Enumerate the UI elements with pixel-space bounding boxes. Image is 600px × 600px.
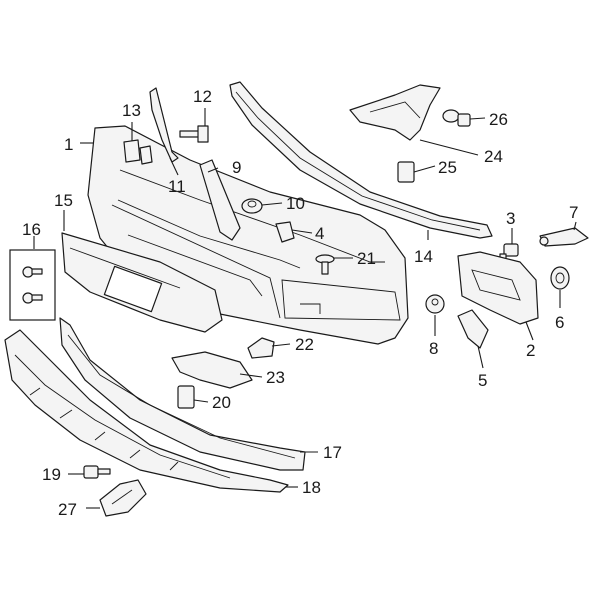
callout-8: 8 bbox=[429, 339, 438, 358]
part-27-bracket[interactable] bbox=[99, 479, 147, 517]
callout-4: 4 bbox=[315, 224, 324, 243]
callout-20: 20 bbox=[212, 393, 231, 412]
part-24-bracket[interactable] bbox=[349, 84, 441, 141]
callout-13: 13 bbox=[122, 101, 141, 120]
callout-6: 6 bbox=[555, 313, 564, 332]
callout-3: 3 bbox=[506, 209, 515, 228]
part-4-clip[interactable] bbox=[275, 221, 295, 243]
part-14-upper-trim[interactable] bbox=[229, 81, 493, 239]
part-9-bracket[interactable] bbox=[199, 159, 241, 241]
part-18-air-deflector[interactable] bbox=[4, 329, 289, 493]
part-15-valance[interactable] bbox=[61, 232, 223, 333]
part-13-clip[interactable] bbox=[123, 139, 153, 165]
part-11-strip[interactable] bbox=[149, 87, 179, 163]
part-10-nut[interactable] bbox=[241, 198, 263, 214]
callout-23: 23 bbox=[266, 368, 285, 387]
part-6-washer[interactable] bbox=[550, 266, 570, 290]
callout-27: 27 bbox=[58, 500, 77, 519]
leader-lines bbox=[33, 108, 577, 509]
part-7-bracket[interactable] bbox=[539, 227, 589, 247]
callout-7: 7 bbox=[569, 203, 578, 222]
callout-10: 10 bbox=[286, 194, 305, 213]
callout-1: 1 bbox=[64, 135, 73, 154]
callout-labels: 1 2 3 4 5 6 7 8 9 10 11 12 13 14 15 16 1… bbox=[22, 87, 578, 519]
callout-5: 5 bbox=[478, 371, 487, 390]
callout-24: 24 bbox=[484, 147, 503, 166]
callout-2: 2 bbox=[526, 341, 535, 360]
callout-18: 18 bbox=[302, 478, 321, 497]
callout-17: 17 bbox=[323, 443, 342, 462]
callout-16: 16 bbox=[22, 220, 41, 239]
part-19-bolt[interactable] bbox=[83, 465, 111, 479]
part-2-mount-bracket[interactable] bbox=[457, 251, 539, 325]
part-25-clip[interactable] bbox=[397, 161, 415, 183]
callout-21: 21 bbox=[357, 249, 376, 268]
callout-22: 22 bbox=[295, 335, 314, 354]
part-26-bolt[interactable] bbox=[442, 109, 471, 127]
part-5-clip[interactable] bbox=[457, 309, 489, 349]
part-23-shield[interactable] bbox=[171, 351, 253, 389]
part-21-push-pin[interactable] bbox=[315, 254, 335, 275]
part-12-bolt[interactable] bbox=[179, 125, 209, 143]
callout-12: 12 bbox=[193, 87, 212, 106]
callout-19: 19 bbox=[42, 465, 61, 484]
part-16-fastener-box[interactable] bbox=[9, 249, 56, 321]
callout-26: 26 bbox=[489, 110, 508, 129]
part-20-clip[interactable] bbox=[177, 385, 195, 409]
callout-15: 15 bbox=[54, 191, 73, 210]
callout-11: 11 bbox=[168, 177, 186, 196]
part-8-nut[interactable] bbox=[425, 294, 445, 314]
part-17-lower-cover[interactable] bbox=[59, 317, 306, 471]
callout-25: 25 bbox=[438, 158, 457, 177]
callout-14: 14 bbox=[414, 247, 433, 266]
part-22-bracket[interactable] bbox=[247, 337, 275, 359]
callout-9: 9 bbox=[232, 158, 241, 177]
